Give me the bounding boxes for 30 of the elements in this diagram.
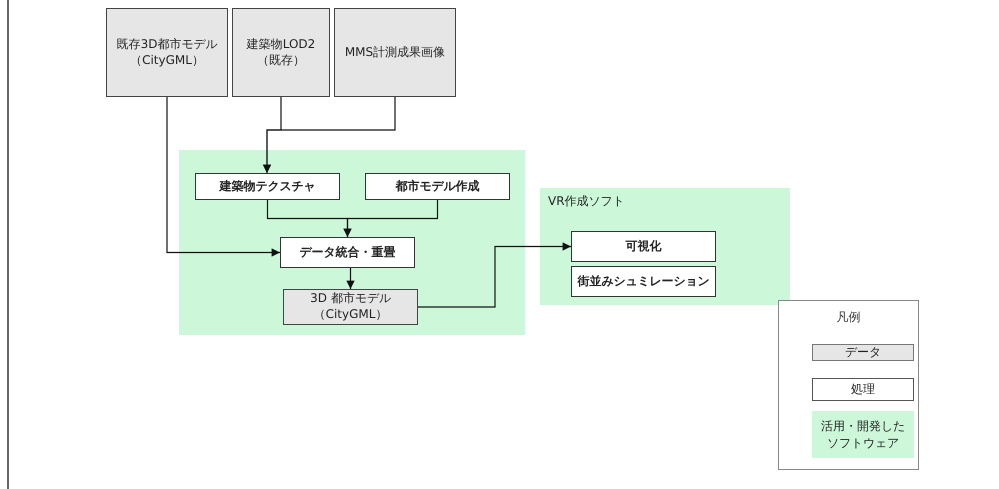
node-label: 都市モデル作成 (396, 178, 480, 194)
legend-item: データ (812, 344, 914, 361)
group-title: VR作成ソフト (548, 194, 625, 210)
node-label: データ統合・重畳 (300, 244, 396, 260)
node-label: 街並みシュミレーション (578, 274, 710, 290)
process-box (571, 231, 716, 262)
arrow (166, 97, 280, 257)
process-box (280, 237, 415, 268)
node-label: MMS計測成果画像 (344, 44, 446, 60)
group-panel (179, 150, 525, 335)
data-box (232, 8, 330, 97)
data-box (334, 8, 456, 97)
arrow (262, 97, 396, 173)
arrow (346, 268, 355, 289)
group-panel (540, 188, 790, 305)
process-box (365, 173, 510, 200)
arrow (418, 242, 571, 308)
node-label: 建築物テクスチャ (220, 178, 316, 194)
legend-item: 処理 (812, 378, 914, 401)
node-label: 可視化 (626, 238, 662, 254)
process-box (571, 266, 716, 297)
data-box (283, 289, 418, 325)
node-label: 3D 都市モデル（CityGML） (309, 291, 392, 323)
data-box (106, 8, 228, 97)
node-label: 既存3D都市モデル（CityGML） (116, 36, 218, 68)
node-label: 建築物LOD2（既存） (246, 36, 316, 68)
process-box (195, 173, 340, 200)
legend-title: 凡例 (836, 309, 862, 326)
arrow (343, 200, 438, 237)
legend-item: 活用・開発したソフトウェア (812, 411, 914, 458)
